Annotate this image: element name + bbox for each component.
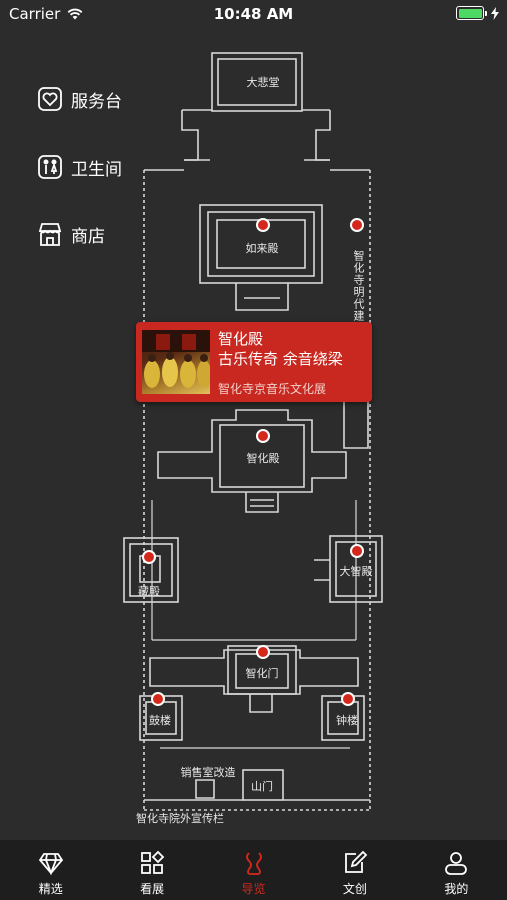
battery-icon <box>456 6 484 20</box>
tab-exhibitions-label: 看展 <box>140 882 165 896</box>
diamond-icon <box>38 853 63 876</box>
grid-icon <box>141 850 165 874</box>
card-title: 智化殿 <box>218 330 264 348</box>
battery-indicator <box>456 6 499 20</box>
tab-mine[interactable]: 我的 <box>406 840 507 900</box>
poi-zhonglou[interactable] <box>341 692 355 706</box>
exhibit-popup-card[interactable]: 智化殿 古乐传奇 余音绕梁 智化寺京音乐文化展 <box>136 322 372 402</box>
label-dabeitang: 大悲堂 <box>246 76 280 89</box>
clock: 10:48 AM <box>213 5 294 23</box>
exhibit-thumbnail <box>142 330 210 394</box>
poi-gulou[interactable] <box>151 692 165 706</box>
poi-zhihuamen[interactable] <box>256 645 270 659</box>
label-zhihuadian: 智化殿 <box>246 452 280 465</box>
temple-map[interactable]: 大悲堂 如来殿 智化寺明代建 智化殿 藏殿 大智殿 智化门 鼓楼 钟楼 销售室改… <box>0 30 507 840</box>
legend-restroom[interactable]: 卫生间 <box>37 154 122 180</box>
poi-rulaidian[interactable] <box>256 218 270 232</box>
label-rulaidian: 如来殿 <box>245 242 279 255</box>
tab-exhibitions[interactable]: 看展 <box>101 840 202 900</box>
card-subtitle: 古乐传奇 余音绕梁 <box>218 350 343 368</box>
label-bulletin: 智化寺院外宣传栏 <box>136 812 224 825</box>
label-ming-building: 智化寺明代建 <box>352 250 365 322</box>
tab-guide[interactable]: 导览 <box>203 840 304 900</box>
tab-bar: 精选 看展 导览 文创 <box>0 840 507 900</box>
card-caption: 智化寺京音乐文化展 <box>218 382 327 396</box>
label-zhonglou: 钟楼 <box>336 714 358 727</box>
user-icon <box>445 852 468 875</box>
tab-featured[interactable]: 精选 <box>0 840 101 900</box>
poi-cangdian[interactable] <box>142 550 156 564</box>
poi-zhihuadian[interactable] <box>256 429 270 443</box>
carrier-label: Carrier <box>9 5 61 23</box>
carrier: Carrier <box>9 5 84 23</box>
edit-icon <box>345 850 368 873</box>
tab-mine-label: 我的 <box>444 882 469 896</box>
guide-icon <box>245 852 262 875</box>
legend-service-desk-label: 服务台 <box>71 91 122 112</box>
tab-creative[interactable]: 文创 <box>304 840 405 900</box>
tab-guide-label: 导览 <box>241 882 266 896</box>
legend-shop-label: 商店 <box>71 226 105 247</box>
label-cangdian: 藏殿 <box>138 585 160 598</box>
label-dazhidian: 大智殿 <box>339 565 373 578</box>
tab-featured-label: 精选 <box>38 882 63 896</box>
legend-restroom-label: 卫生间 <box>71 159 122 180</box>
restroom-icon <box>38 155 62 179</box>
shop-icon <box>38 223 62 246</box>
tab-creative-label: 文创 <box>342 882 367 896</box>
poi-ming-building[interactable] <box>350 218 364 232</box>
wifi-icon <box>67 8 83 20</box>
legend-service-desk[interactable]: 服务台 <box>37 86 122 112</box>
poi-dazhidian[interactable] <box>350 544 364 558</box>
charging-icon <box>491 6 499 20</box>
status-bar: Carrier 10:48 AM <box>0 0 507 28</box>
label-zhihuamen: 智化门 <box>245 667 279 680</box>
label-shanmen: 山门 <box>251 780 273 793</box>
service-desk-icon <box>38 87 62 111</box>
floor-plan <box>123 52 383 811</box>
label-gulou: 鼓楼 <box>149 714 171 727</box>
label-shop-note: 销售室改造 <box>180 766 236 779</box>
legend-shop[interactable]: 商店 <box>37 221 105 247</box>
